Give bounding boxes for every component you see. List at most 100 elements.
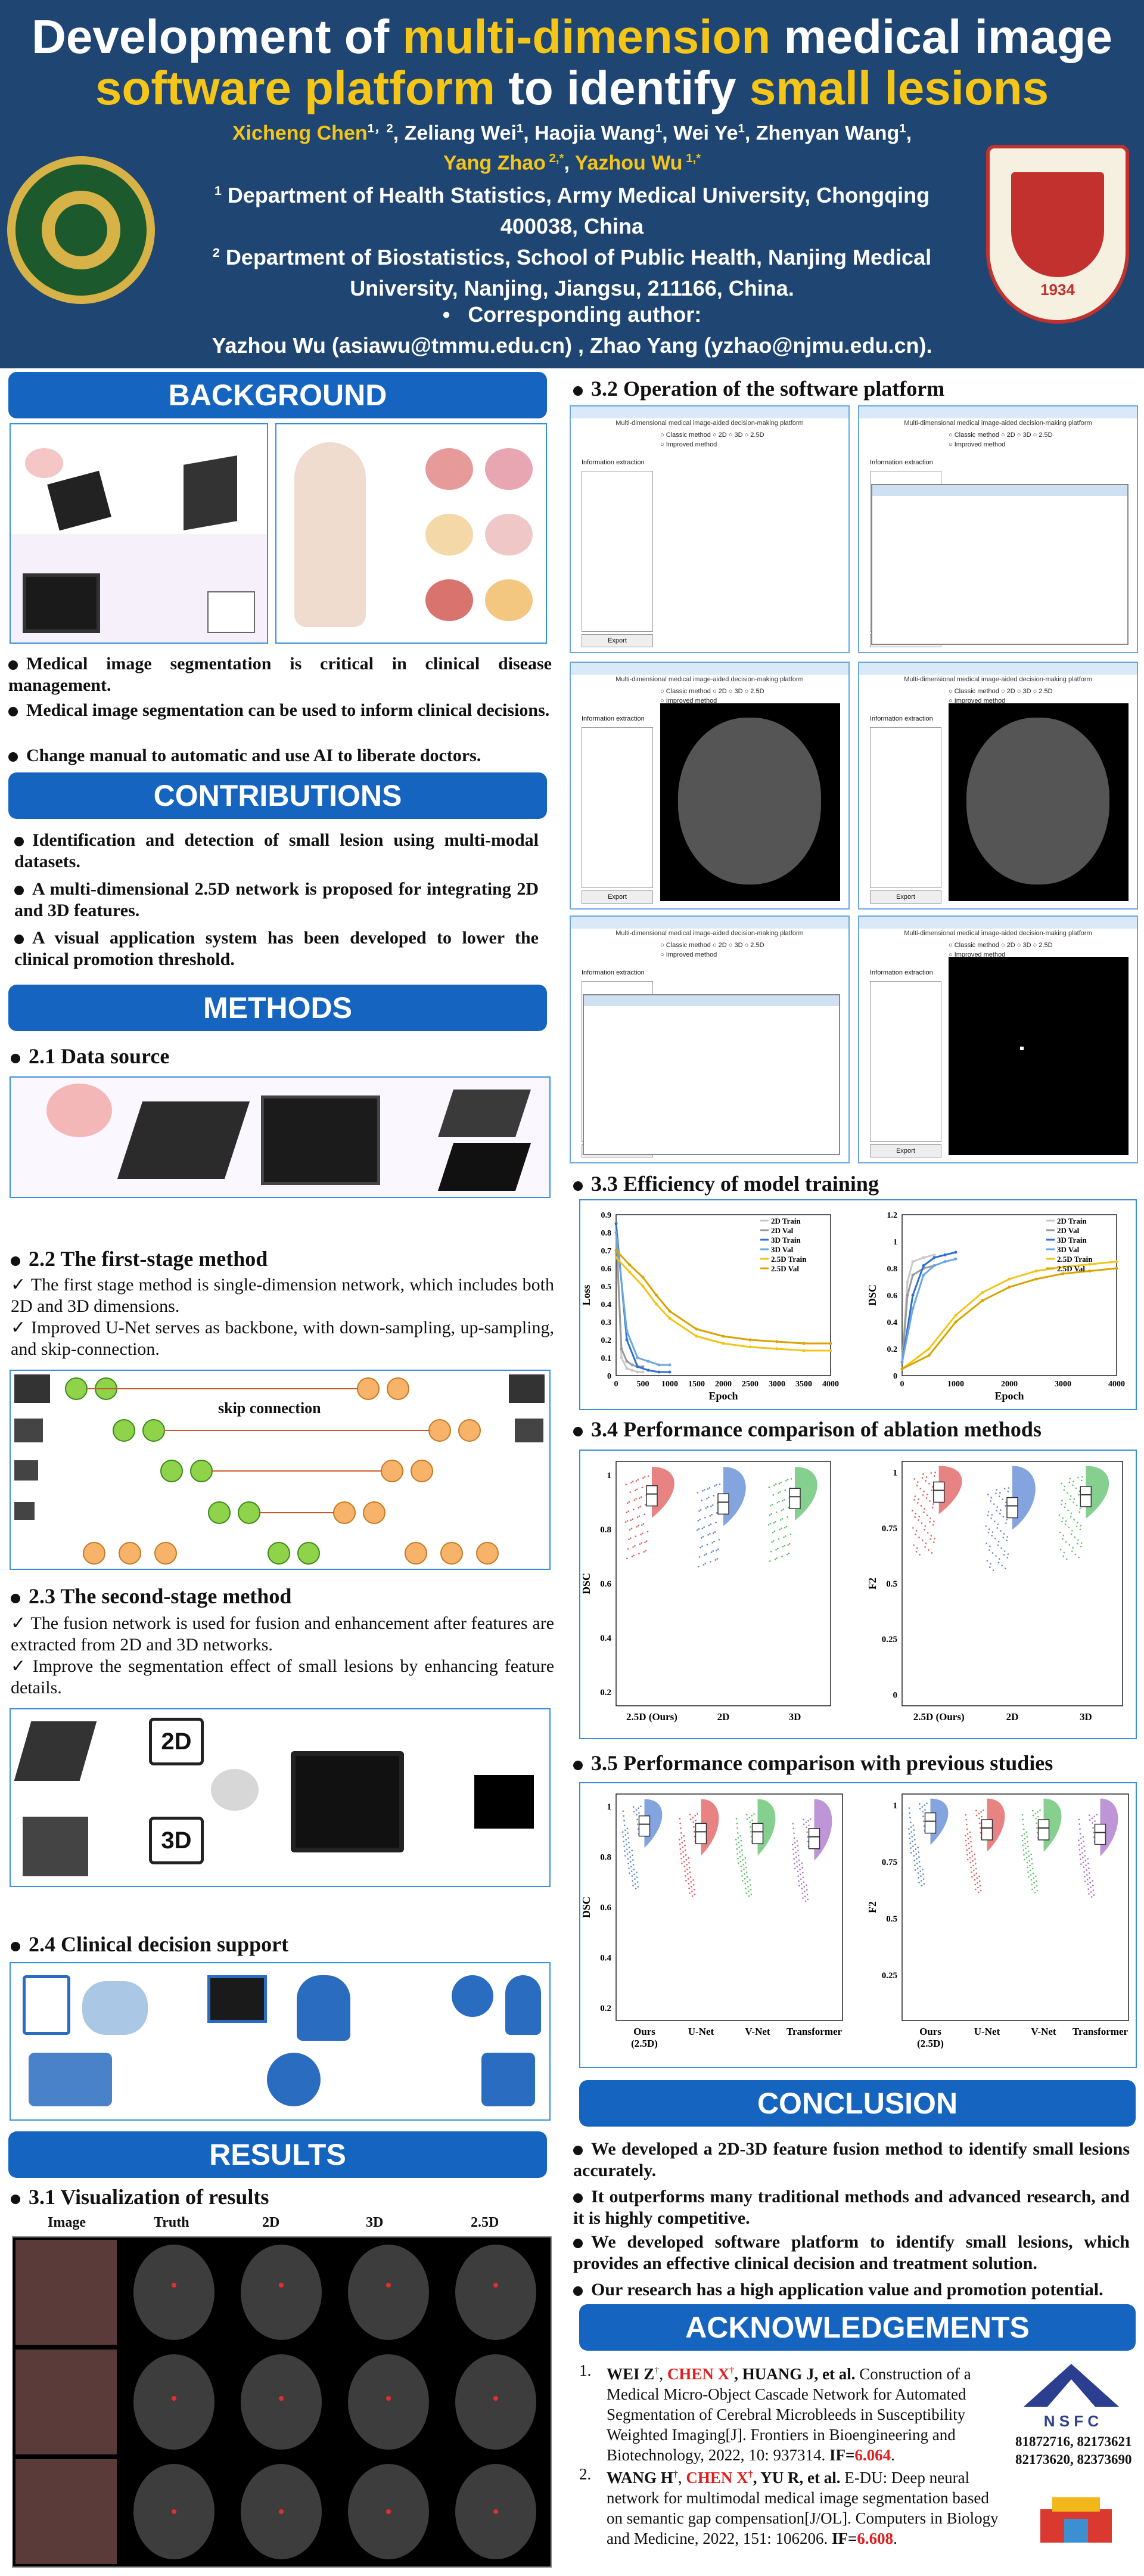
classic-method-radio[interactable]: ○ Classic method ○ 2D ○ 3D ○ 2.5D — [949, 942, 1053, 949]
jitter-point — [626, 1848, 628, 1850]
jitter-point — [636, 1872, 638, 1873]
jitter-point — [914, 1839, 916, 1841]
workstation-illustration — [261, 1095, 380, 1185]
method-options[interactable]: ○ Classic method ○ 2D ○ 3D ○ 2.5D ○ Impro… — [949, 430, 1053, 449]
category-label: 2.5D (Ours) — [913, 1711, 965, 1722]
classic-method-radio[interactable]: ○ Classic method ○ 2D ○ 3D ○ 2.5D — [660, 432, 764, 439]
jitter-point — [626, 1843, 627, 1845]
improved-method-radio[interactable]: ○ Improved method — [660, 951, 717, 958]
information-extraction-label: Information extraction — [582, 969, 645, 976]
method-options[interactable]: ○ Classic method ○ 2D ○ 3D ○ 2.5D ○ Impro… — [660, 430, 764, 449]
jitter-point — [914, 1864, 916, 1866]
y-tick-label: 0.5 — [886, 1579, 897, 1589]
jitter-point — [736, 1853, 738, 1855]
jitter-point — [704, 1563, 707, 1565]
improved-method-radio[interactable]: ○ Improved method — [660, 697, 717, 704]
method-options[interactable]: ○ Classic method ○ 2D ○ 3D ○ 2.5D ○ Impro… — [660, 687, 764, 706]
improved-method-radio[interactable]: ○ Improved method — [949, 441, 1006, 448]
jitter-point — [1062, 1517, 1064, 1519]
series-point — [668, 1309, 672, 1313]
export-button[interactable]: Export — [582, 890, 653, 904]
jitter-point — [979, 1822, 981, 1824]
classic-method-radio[interactable]: ○ Classic method ○ 2D ○ 3D ○ 2.5D — [660, 942, 764, 949]
export-button[interactable]: Export — [870, 890, 941, 904]
jitter-point — [642, 1523, 645, 1525]
jitter-point — [798, 1880, 800, 1882]
x-tick-label: 500 — [637, 1380, 649, 1389]
jitter-point — [778, 1492, 779, 1494]
jitter-point — [750, 1889, 752, 1891]
jitter-point — [635, 1888, 637, 1889]
y-tick-label: 0.25 — [882, 1971, 897, 1981]
improved-method-radio[interactable]: ○ Improved method — [949, 697, 1006, 704]
method-options[interactable]: ○ Classic method ○ 2D ○ 3D ○ 2.5D ○ Impro… — [949, 687, 1053, 706]
jitter-point — [679, 1818, 681, 1820]
army-medical-university-logo — [7, 156, 155, 304]
jitter-point — [747, 1886, 749, 1888]
category-label: Ours — [919, 2026, 941, 2037]
jitter-point — [925, 1497, 928, 1499]
jitter-point — [1026, 1836, 1028, 1838]
jitter-point — [742, 1864, 744, 1866]
jitter-point — [698, 1566, 700, 1568]
jitter-point — [803, 1881, 805, 1883]
series-point — [954, 1320, 958, 1324]
series-point — [1008, 1277, 1011, 1281]
jitter-point — [738, 1842, 740, 1843]
jitter-point — [689, 1818, 692, 1820]
y-tick-label: 0.1 — [601, 1354, 612, 1363]
institution-logo — [1034, 2485, 1118, 2545]
jitter-point — [1025, 1831, 1028, 1833]
jitter-point — [707, 1506, 708, 1508]
y-tick-label: 0.7 — [601, 1247, 612, 1256]
jitter-point — [785, 1479, 787, 1482]
classic-method-radio[interactable]: ○ Classic method ○ 2D ○ 3D ○ 2.5D — [949, 432, 1053, 439]
jitter-point — [913, 1829, 915, 1831]
improved-method-radio[interactable]: ○ Improved method — [660, 441, 717, 448]
jitter-point — [768, 1486, 770, 1488]
jitter-point — [1021, 1835, 1023, 1837]
jitter-point — [1033, 1882, 1035, 1884]
y-axis-label: DSC — [580, 1897, 592, 1918]
window-title-bar — [571, 663, 848, 675]
jitter-point — [986, 1560, 988, 1562]
improved-method-radio[interactable]: ○ Improved method — [949, 951, 1006, 958]
jitter-point — [798, 1885, 800, 1887]
export-button[interactable]: Export — [582, 634, 653, 647]
jitter-point — [1030, 1869, 1031, 1872]
jitter-point — [971, 1871, 972, 1873]
jitter-point — [792, 1853, 795, 1855]
title-line-1: Development of multi-dimension medical i… — [32, 10, 1112, 63]
series-point — [614, 1256, 618, 1259]
jitter-point — [980, 1811, 982, 1813]
classic-method-radio[interactable]: ○ Classic method ○ 2D ○ 3D ○ 2.5D — [660, 688, 764, 695]
jitter-point — [783, 1498, 785, 1501]
jitter-point — [709, 1515, 711, 1517]
jitter-point — [629, 1872, 630, 1874]
y-axis-label: Loss — [580, 1284, 592, 1305]
jitter-point — [915, 1869, 916, 1871]
jitter-point — [1060, 1503, 1062, 1506]
authors-line-1: Xicheng Chen1，2, Zeliang Wei1, Haojia Wa… — [232, 122, 912, 145]
jitter-point — [631, 1849, 633, 1851]
series-point — [646, 1360, 650, 1363]
series-point — [911, 1307, 915, 1310]
jitter-point — [1061, 1482, 1062, 1485]
classic-method-radio[interactable]: ○ Classic method ○ 2D ○ 3D ○ 2.5D — [949, 688, 1053, 695]
jitter-point — [916, 1485, 918, 1486]
jitter-point — [934, 1538, 935, 1540]
jitter-point — [624, 1829, 626, 1831]
jitter-point — [928, 1549, 930, 1551]
lesion-mask-illustration — [474, 1775, 534, 1829]
ref1-number: 1. — [579, 2361, 592, 2379]
jitter-point — [918, 1877, 919, 1879]
jitter-point — [781, 1527, 782, 1529]
series-point — [954, 1250, 958, 1254]
jitter-point — [1036, 1885, 1038, 1887]
jitter-point — [987, 1532, 990, 1534]
export-button[interactable]: Export — [870, 1144, 941, 1157]
method-options[interactable]: ○ Classic method ○ 2D ○ 3D ○ 2.5D ○ Impro… — [660, 941, 764, 960]
jitter-point — [913, 1544, 915, 1546]
method-options[interactable]: ○ Classic method ○ 2D ○ 3D ○ 2.5D ○ Impro… — [949, 941, 1053, 960]
